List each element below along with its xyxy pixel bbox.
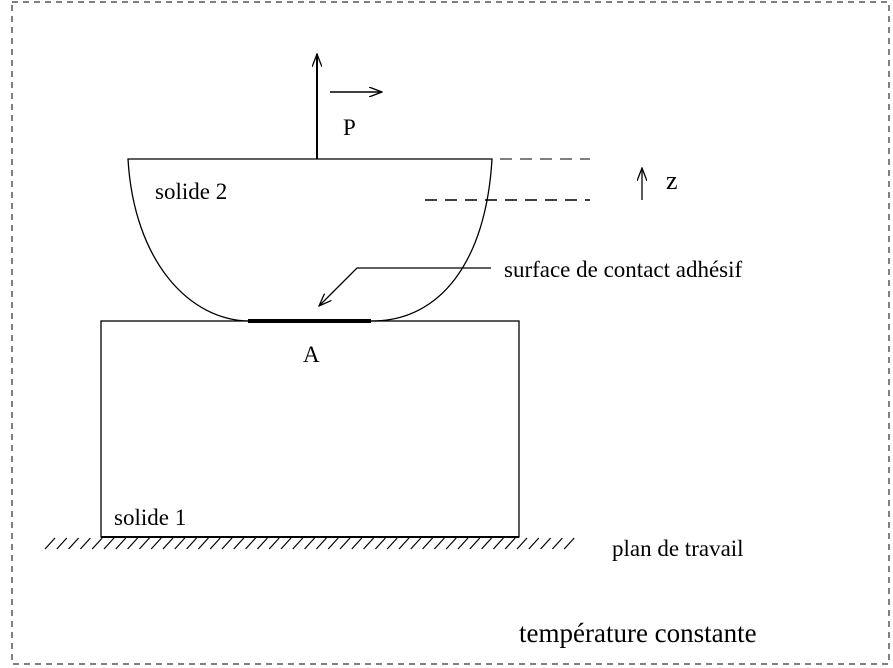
hatch-stroke	[457, 537, 469, 550]
hatch-stroke	[280, 537, 292, 550]
hatch-stroke	[268, 537, 280, 550]
hatch-stroke	[374, 537, 386, 550]
hatch-stroke	[433, 537, 445, 550]
hatch-stroke	[563, 537, 575, 550]
hatch-stroke	[398, 537, 410, 550]
hatch-stroke	[315, 537, 327, 550]
hatch-stroke	[68, 537, 80, 550]
hatch-stroke	[304, 537, 316, 550]
hatch-stroke	[481, 537, 493, 550]
hatch-stroke	[492, 537, 504, 550]
hatch-stroke	[339, 537, 351, 550]
frame-border	[11, 1, 890, 665]
hatch-stroke	[292, 537, 304, 550]
solid-2-label: solide 2	[155, 179, 227, 204]
contact-leader-arrow	[319, 267, 491, 306]
hatch-stroke	[209, 537, 221, 550]
hatch-stroke	[233, 537, 245, 550]
hatch-stroke	[386, 537, 398, 550]
hatch-stroke	[422, 537, 434, 550]
hatch-stroke	[162, 537, 174, 550]
hatch-stroke	[197, 537, 209, 550]
hatch-stroke	[351, 537, 363, 550]
solid-1-label: solide 1	[114, 505, 186, 530]
hatch-stroke	[363, 537, 375, 550]
hatch-stroke	[174, 537, 186, 550]
condition-label: température constante	[519, 618, 757, 648]
hatch-stroke	[56, 537, 68, 550]
hatch-stroke	[103, 537, 115, 550]
hatch-stroke	[150, 537, 162, 550]
work-plane-hatching	[44, 537, 575, 550]
hatch-stroke	[551, 537, 563, 550]
hatch-stroke	[138, 537, 150, 550]
hatch-stroke	[186, 537, 198, 550]
work-plane-label: plan de travail	[612, 536, 744, 561]
z-axis-label: z	[666, 166, 678, 195]
hatch-stroke	[221, 537, 233, 550]
hatch-stroke	[540, 537, 552, 550]
hatch-stroke	[410, 537, 422, 550]
hatch-stroke	[245, 537, 257, 550]
force-label: P	[343, 115, 356, 140]
hatch-stroke	[44, 537, 56, 550]
hatch-stroke	[79, 537, 91, 550]
hatch-stroke	[256, 537, 268, 550]
contact-surface-label: surface de contact adhésif	[504, 257, 743, 282]
contact-area-label: A	[303, 342, 320, 367]
hatch-stroke	[91, 537, 103, 550]
hatch-stroke	[504, 537, 516, 550]
hatch-stroke	[469, 537, 481, 550]
hatch-stroke	[528, 537, 540, 550]
hatch-stroke	[127, 537, 139, 550]
hatch-stroke	[445, 537, 457, 550]
hatch-stroke	[115, 537, 127, 550]
hatch-stroke	[327, 537, 339, 550]
hatch-stroke	[516, 537, 528, 550]
